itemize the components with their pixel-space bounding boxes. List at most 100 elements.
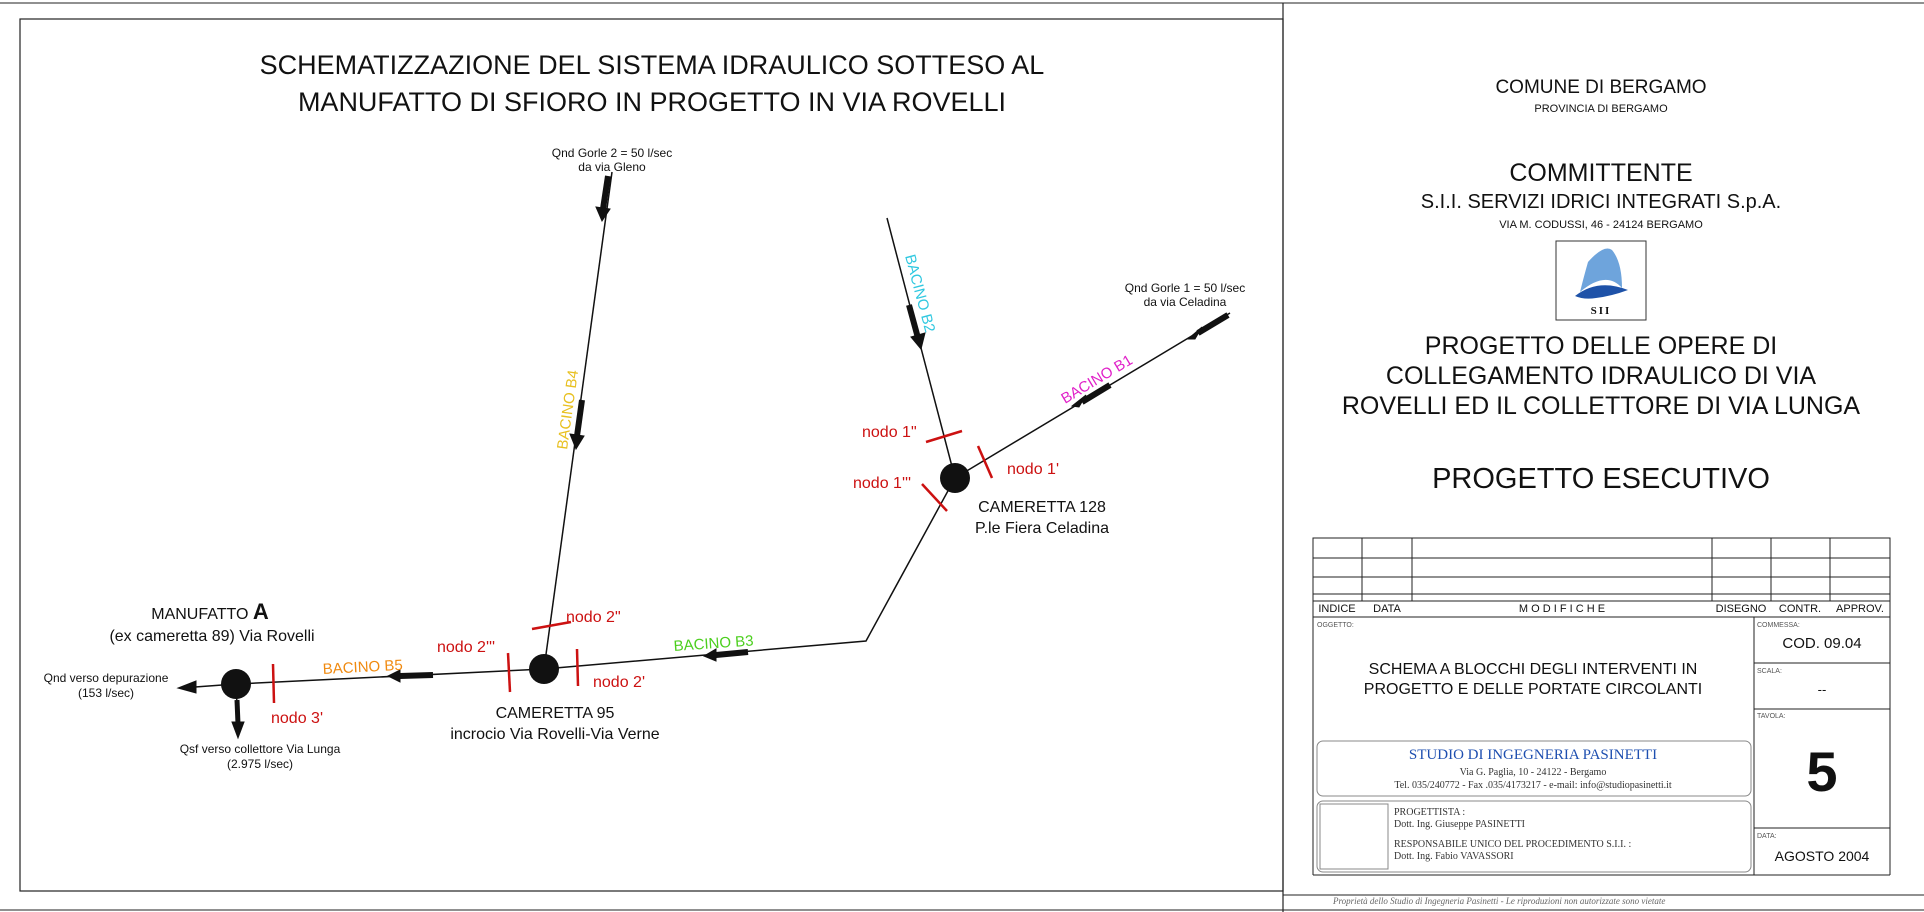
gorle1-label-line1: Qnd Gorle 1 = 50 l/sec [1125,281,1245,295]
flow-arrow-gorle2-shaft [600,175,611,210]
chamber-labels: CAMERETTA 128 P.le Fiera Celadina CAMERE… [109,499,1109,743]
revision-table [1312,537,1891,876]
project-title: PROGETTO DELLE OPERE DI COLLEGAMENTO IDR… [1342,332,1861,420]
tavola-value: 5 [1806,740,1837,803]
flow-arrow-b4-head [569,433,585,451]
outflow-sfioro-line1: Qsf verso collettore Via Lunga [180,742,341,756]
tavola-label: TAVOLA: [1757,713,1786,720]
commessa-label: COMMESSA: [1757,622,1800,629]
rev-header-modifiche: M O D I F I C H E [1519,603,1605,615]
diagram-title-line1: SCHEMATIZZAZIONE DEL SISTEMA IDRAULICO S… [260,50,1045,80]
oggetto-label: OGGETTO: [1317,622,1354,629]
oggetto-line1: SCHEMA A BLOCCHI DEGLI INTERVENTI IN [1369,661,1698,678]
data-label: DATA: [1757,833,1777,840]
titleblock-header: COMUNE DI BERGAMO PROVINCIA DI BERGAMO C… [1421,77,1781,231]
node-2c-label: nodo 2''' [437,639,495,656]
basin-b5-label: BACINO B5 [322,657,403,678]
flow-arrow-sfioro-head [231,721,245,740]
rev-header-approv: APPROV. [1836,603,1884,615]
outflow-labels: Qnd verso depurazione (153 l/sec) Qsf ve… [44,671,341,771]
project-title-line2: COLLEGAMENTO IDRAULICO DI VIA [1386,362,1817,390]
flow-arrow-b2-head [910,332,926,351]
node-1c-marker [921,483,948,512]
chamber-128-label-line1: CAMERETTA 128 [978,499,1106,516]
progettista-name: Dott. Ing. Giuseppe PASINETTI [1394,819,1525,830]
oggetto-text: SCHEMA A BLOCCHI DEGLI INTERVENTI IN PRO… [1364,661,1702,698]
chamber-128-label-line2: P.le Fiera Celadina [975,520,1109,537]
rup-name: Dott. Ing. Fabio VAVASSORI [1394,851,1514,862]
node-2c-marker [506,652,512,693]
sheet-info-column: COMMESSA: COD. 09.04 SCALA: -- TAVOLA: 5… [1757,622,1870,864]
node-2b-label: nodo 2' [593,674,645,691]
flow-arrow-depurazione-head [176,680,197,694]
diagram-title: SCHEMATIZZAZIONE DEL SISTEMA IDRAULICO S… [260,50,1045,117]
progettista-label: PROGETTISTA : [1394,807,1465,818]
inflow-labels: Qnd Gorle 2 = 50 l/sec da via Gleno Qnd … [552,146,1245,309]
gorle2-label-line1: Qnd Gorle 2 = 50 l/sec [552,146,672,160]
node-3-label: nodo 3' [271,710,323,727]
flow-arrow-b5-head [386,669,401,683]
flow-arrow-b1-head [1070,394,1087,408]
studio-box: STUDIO DI INGEGNERIA PASINETTI Via G. Pa… [1316,740,1752,797]
diagram-title-line2: MANUFATTO DI SFIORO IN PROGETTO IN VIA R… [298,87,1006,117]
commessa-value: COD. 09.04 [1782,635,1861,652]
chamber-95-symbol [529,654,559,684]
flow-arrow-b3-head [702,648,717,662]
node-1a-label: nodo 1" [862,424,917,441]
flow-arrow-gorle1-shaft [1196,312,1230,336]
node-1a-marker [925,429,963,444]
committente-label: COMMITTENTE [1509,159,1692,187]
rev-header-indice: INDICE [1318,603,1355,615]
flow-arrow-gorle2-head [595,206,611,223]
studio-name: STUDIO DI INGEGNERIA PASINETTI [1409,747,1657,763]
node-markers [271,429,994,704]
node-3-marker [271,663,276,704]
manufatto-a-prefix: MANUFATTO [151,606,248,623]
flow-arrow-b4-shaft [574,399,585,437]
flow-arrow-b3-shaft [715,649,749,658]
flow-arrow-gorle1-head [1186,326,1203,340]
chamber-95-label-line1: CAMERETTA 95 [496,705,615,722]
chambers [221,463,970,699]
rev-header-contr: CONTR. [1779,603,1821,615]
signatures-box: PROGETTISTA : Dott. Ing. Giuseppe PASINE… [1316,800,1752,873]
node-1b-label: nodo 1' [1007,461,1059,478]
studio-address: Via G. Paglia, 10 - 24122 - Bergamo [1460,767,1607,778]
node-2b-marker [575,648,580,687]
committente-address: VIA M. CODUSSI, 46 - 24124 BERGAMO [1499,219,1703,231]
flow-arrow-sfioro-shaft [234,699,241,725]
chamber-95-label-line2: incrocio Via Rovelli-Via Verne [450,726,659,743]
manufatto-a-label-line2: (ex cameretta 89) Via Rovelli [109,628,314,645]
manufatto-a-label-line1: MANUFATTO A [151,599,269,624]
outflow-sfioro-line2: (2.975 l/sec) [227,757,293,771]
rup-label: RESPONSABILE UNICO DEL PROCEDIMENTO S.I.… [1394,839,1631,850]
studio-contacts: Tel. 035/240772 - Fax .035/4173217 - e-m… [1394,780,1672,791]
outflow-depurazione-line1: Qnd verso depurazione [44,671,169,685]
flow-arrow-b2-shaft [906,304,921,339]
scala-label: SCALA: [1757,668,1782,675]
chamber-128-symbol [940,463,970,493]
basin-b1-label: BACINO B1 [1058,352,1135,408]
sii-logo-text: SII [1591,305,1612,317]
node-2a-marker [531,620,572,631]
manufatto-a-letter: A [253,599,269,624]
gorle1-label-line2: da via Celadina [1144,295,1227,309]
node-1b-marker [976,445,994,479]
node-1c-label: nodo 1''' [853,475,911,492]
data-value: AGOSTO 2004 [1775,848,1870,864]
project-phase: PROGETTO ESECUTIVO [1432,463,1770,495]
sii-logo-wave-shape-dark [1575,285,1628,299]
node-2a-label: nodo 2" [566,609,621,626]
revision-table-headers: INDICE DATA M O D I F I C H E DISEGNO CO… [1318,603,1884,615]
provincia-label: PROVINCIA DI BERGAMO [1534,103,1668,115]
gorle2-label-line2: da via Gleno [578,160,646,174]
outflow-depurazione-line2: (153 l/sec) [78,686,134,700]
flow-arrow-b5-shaft [399,672,434,679]
node-labels: nodo 1" nodo 1' nodo 1''' nodo 2" nodo 2… [271,424,1059,727]
rev-header-disegno: DISEGNO [1716,603,1767,615]
project-title-line3: ROVELLI ED IL COLLETTORE DI VIA LUNGA [1342,392,1861,420]
oggetto-line2: PROGETTO E DELLE PORTATE CIRCOLANTI [1364,681,1702,698]
rev-header-data: DATA [1373,603,1401,615]
